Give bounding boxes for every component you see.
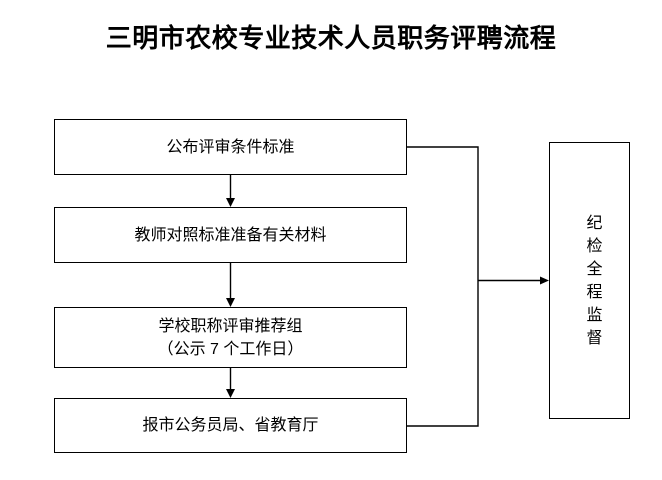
- flow-step-sublabel: （公示 7 个工作日）: [157, 340, 304, 358]
- flow-step-publish-criteria: 公布评审条件标准: [54, 119, 407, 175]
- flow-step-label: 报市公务员局、省教育厅: [142, 417, 319, 434]
- flow-step-label: 学校职称评审推荐组: [158, 317, 303, 335]
- supervision-box: 纪检全程监督: [549, 142, 630, 419]
- bracket-steps-to-supervision: [407, 146, 479, 427]
- arrow-step3-to-step4: [226, 368, 235, 398]
- arrow-to-supervision: [478, 276, 549, 285]
- arrow-step1-to-step2: [226, 175, 235, 207]
- flow-step-school-review-group: 学校职称评审推荐组 （公示 7 个工作日）: [54, 307, 407, 368]
- flow-step-report-to-bureaus: 报市公务员局、省教育厅: [54, 398, 407, 453]
- supervision-label: 纪检全程监督: [586, 214, 603, 347]
- page-title: 三明市农校专业技术人员职务评聘流程: [105, 24, 557, 53]
- arrow-step2-to-step3: [226, 263, 235, 307]
- flow-step-teachers-prepare-materials: 教师对照标准准备有关材料: [54, 207, 407, 263]
- flow-step-label: 公布评审条件标准: [166, 138, 295, 156]
- flow-step-label: 教师对照标准准备有关材料: [134, 226, 327, 244]
